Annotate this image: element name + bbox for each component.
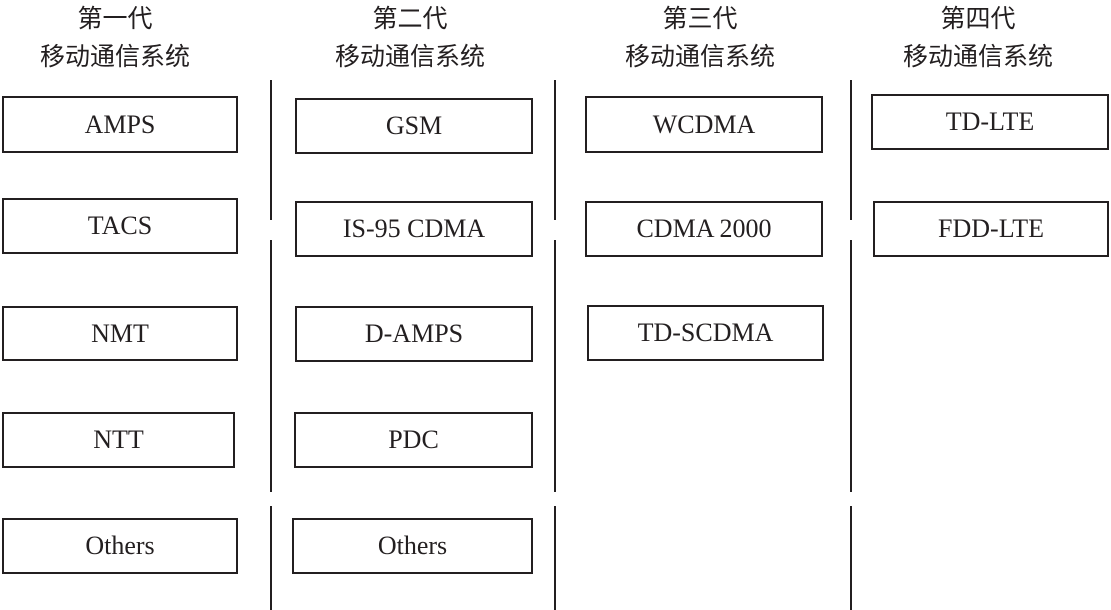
system-box-tacs: TACS — [2, 198, 238, 254]
system-box-nmt: NMT — [2, 306, 238, 361]
generation-4-title: 第四代 移动通信系统 — [873, 0, 1083, 76]
system-box-d-amps: D-AMPS — [295, 306, 533, 362]
generation-1-title-line1: 第一代 — [77, 4, 153, 33]
generation-3-title-line2: 移动通信系统 — [624, 42, 775, 71]
system-box-pdc: PDC — [294, 412, 533, 468]
system-box-others-2g: Others — [292, 518, 533, 574]
system-box-wcdma: WCDMA — [585, 96, 823, 153]
generation-1-title-line2: 移动通信系统 — [39, 42, 190, 71]
system-box-others-1g: Others — [2, 518, 238, 574]
system-box-gsm: GSM — [295, 98, 533, 154]
generation-4-title-line1: 第四代 — [940, 4, 1016, 33]
generation-3-title: 第三代 移动通信系统 — [595, 0, 805, 76]
system-box-td-lte: TD-LTE — [871, 94, 1109, 150]
generation-3-title-line1: 第三代 — [662, 4, 738, 33]
system-box-td-scdma: TD-SCDMA — [587, 305, 824, 361]
generation-2-title-line2: 移动通信系统 — [334, 42, 485, 71]
generation-2-title-line1: 第二代 — [372, 4, 448, 33]
system-box-is95-cdma: IS-95 CDMA — [295, 201, 533, 257]
system-box-fdd-lte: FDD-LTE — [873, 201, 1109, 257]
system-box-cdma2000: CDMA 2000 — [585, 201, 823, 257]
system-box-amps: AMPS — [2, 96, 238, 153]
column-divider-3 — [848, 80, 856, 610]
system-box-ntt: NTT — [2, 412, 235, 468]
generation-4-title-line2: 移动通信系统 — [902, 42, 1053, 71]
generation-2-title: 第二代 移动通信系统 — [305, 0, 515, 76]
column-divider-2 — [552, 80, 560, 610]
column-divider-1 — [268, 80, 276, 610]
generation-1-title: 第一代 移动通信系统 — [10, 0, 220, 76]
